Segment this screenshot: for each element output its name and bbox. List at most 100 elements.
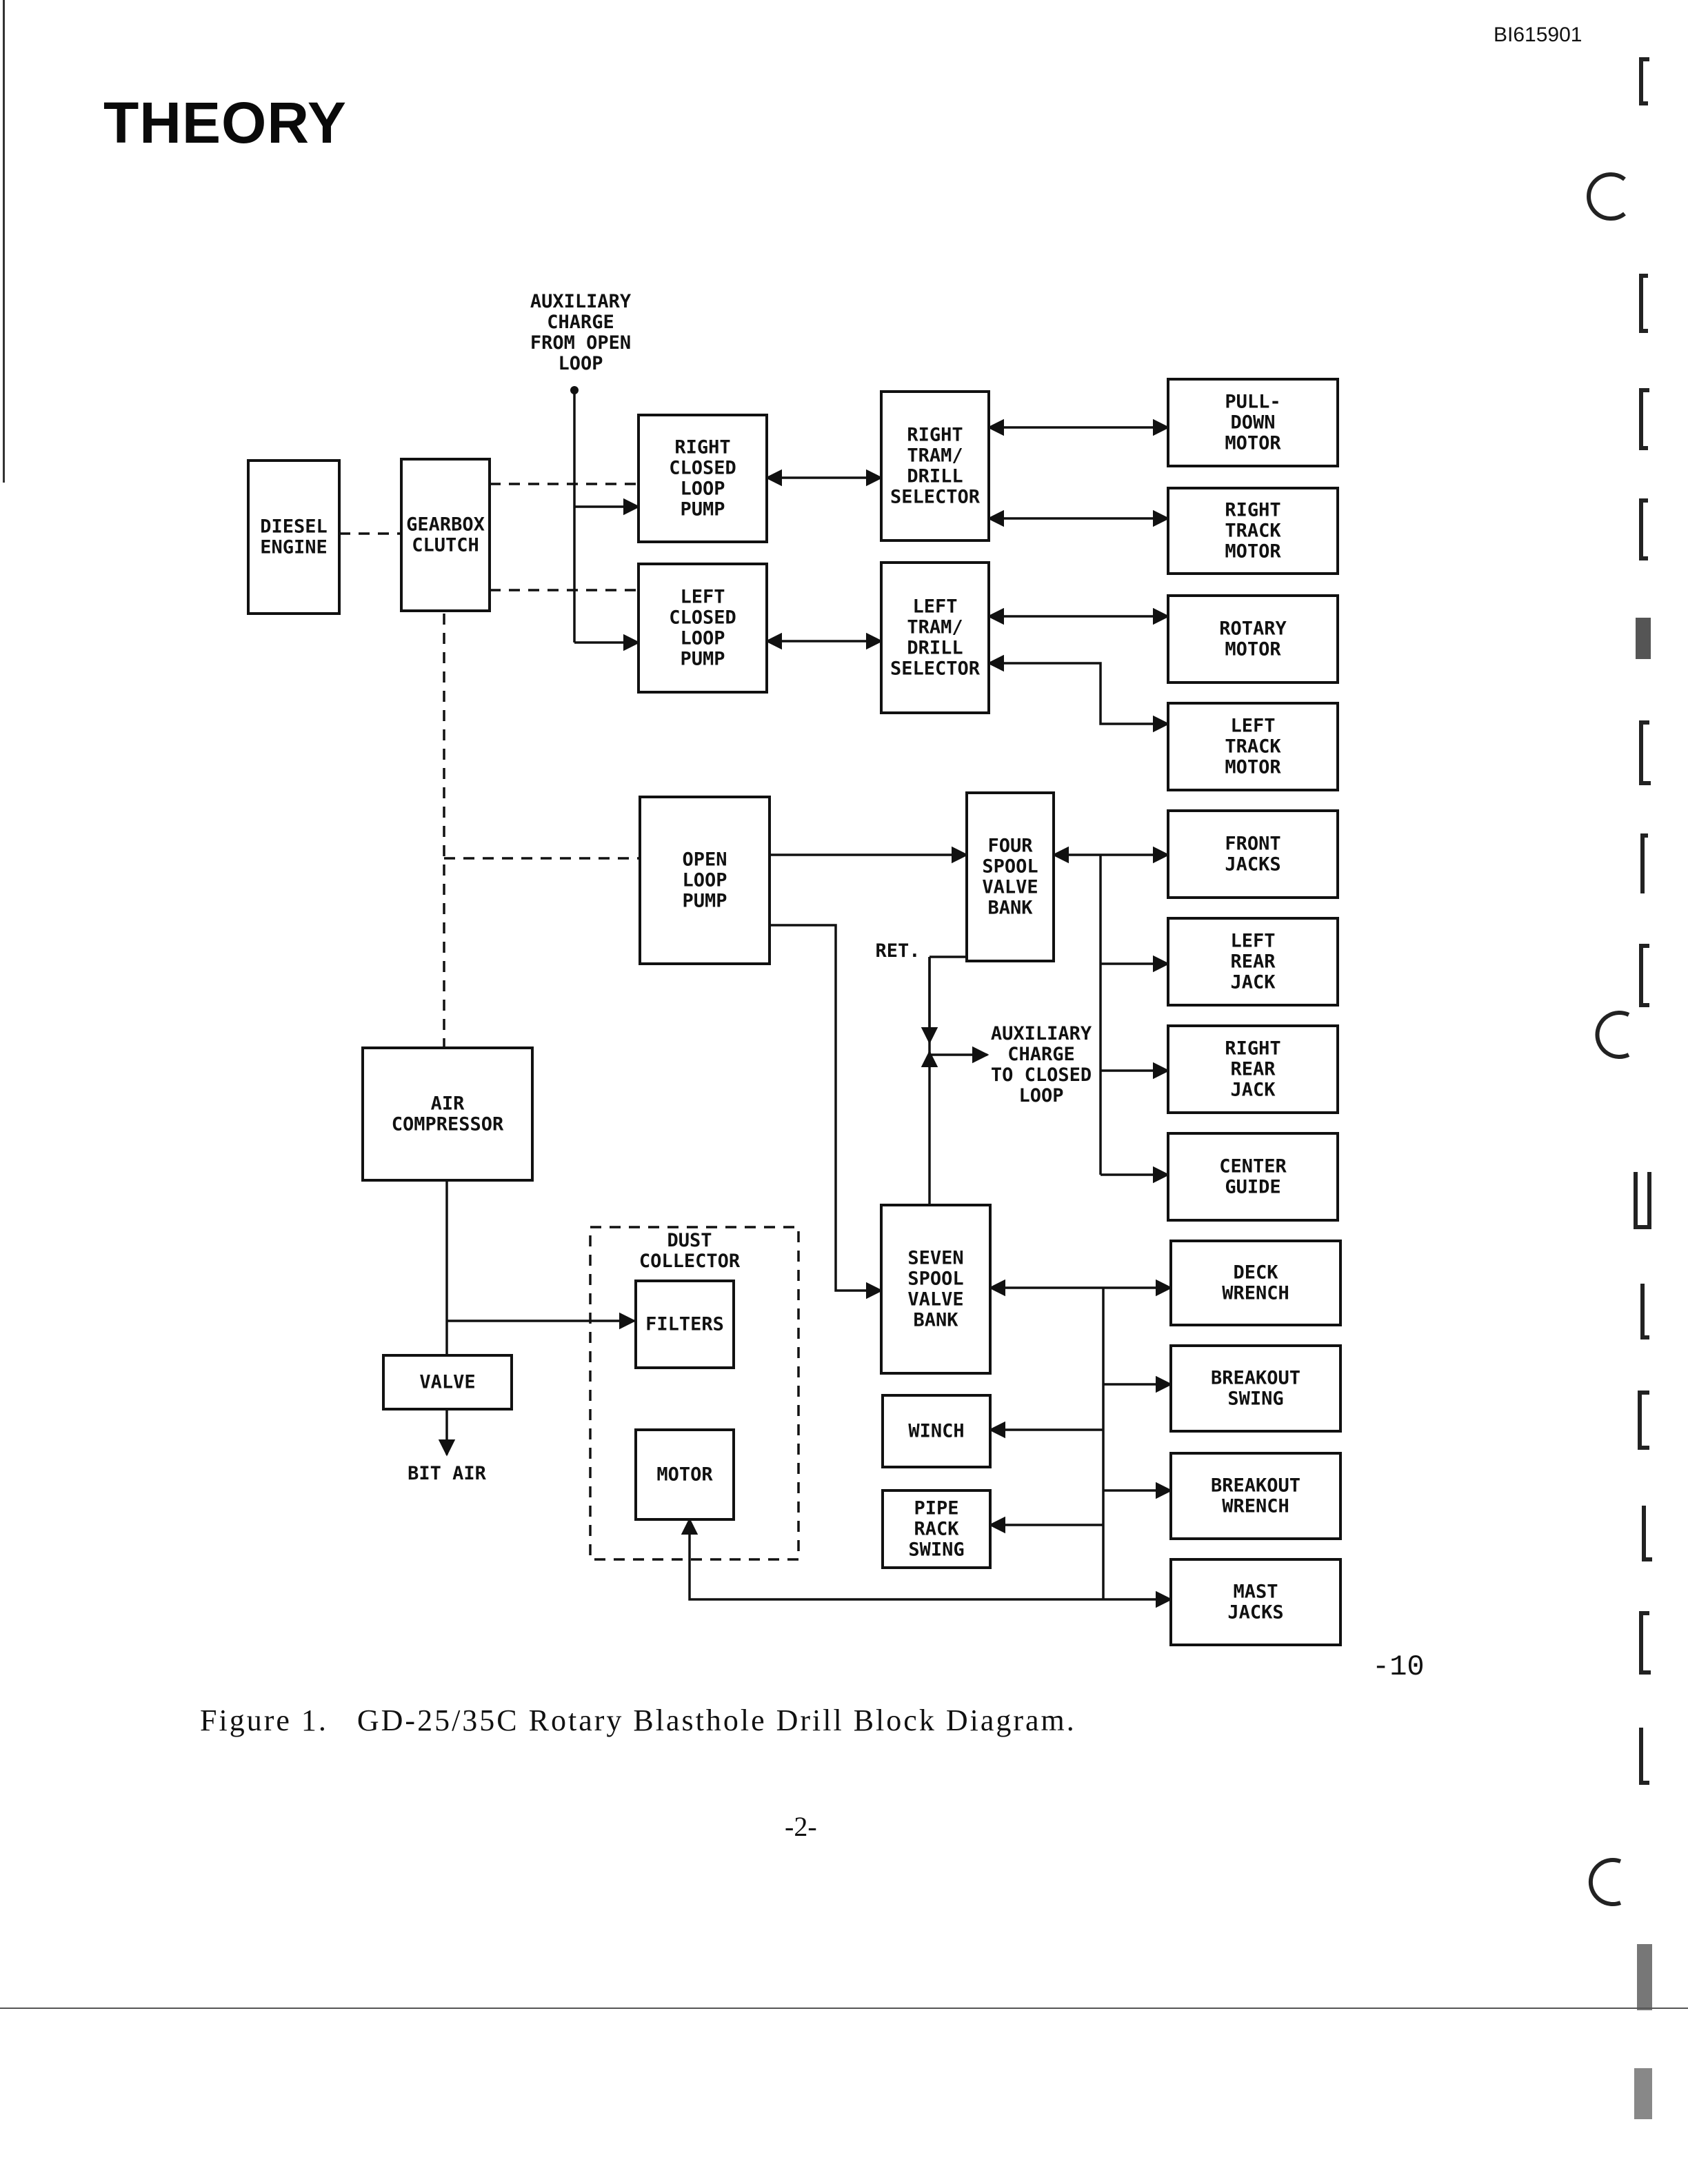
pipe-rack-swing-box: [881, 1489, 992, 1569]
center-guide-line-1: CENTER: [1219, 1155, 1287, 1177]
figure-caption: Figure 1. GD-25/35C Rotary Blasthole Dri…: [200, 1703, 1076, 1737]
binder-edge-marks: [1587, 57, 1652, 2119]
center-guide-box: [1167, 1132, 1339, 1222]
bit-air-line-1: BIT AIR: [408, 1463, 487, 1484]
aux-from-open-line-4: LOOP: [558, 353, 603, 374]
valve-block: VALVE: [382, 1354, 513, 1410]
four-spool-box: [965, 791, 1055, 962]
seven-spool-line-3: VALVE: [907, 1288, 963, 1310]
breakout-swing-line-2: SWING: [1227, 1388, 1283, 1409]
air-compressor-box: [361, 1046, 534, 1182]
breakout-swing-line-1: BREAKOUT: [1211, 1367, 1300, 1388]
open-loop-pump-line-2: LOOP: [682, 869, 727, 891]
seven-spool-line-4: BANK: [913, 1309, 958, 1331]
right-pump-line-4: PUMP: [680, 498, 725, 520]
breakout-swing-box: [1169, 1344, 1342, 1433]
right-track-motor-line-1: RIGHT: [1225, 499, 1280, 520]
right-selector-line-4: SELECTOR: [890, 486, 981, 507]
filters-block: FILTERS: [634, 1280, 735, 1369]
left-track-motor-line-2: TRACK: [1225, 736, 1281, 757]
left-selector-line-2: TRAM/: [907, 616, 963, 638]
four-spool-line-3: VALVE: [982, 876, 1038, 898]
right-pump-line-1: RIGHT: [674, 436, 730, 458]
aux-to-closed-line-4: LOOP: [1018, 1085, 1063, 1106]
right-pump-line-3: LOOP: [680, 478, 725, 499]
air-compressor-line-2: COMPRESSOR: [392, 1113, 504, 1135]
right-rear-jack-box: [1167, 1024, 1339, 1114]
front-jacks-line-2: JACKS: [1225, 853, 1280, 875]
motor-box: [634, 1428, 735, 1521]
pulldown-motor-line-2: DOWN: [1230, 412, 1275, 433]
front-jacks-box: [1167, 809, 1339, 899]
left-selector-line-4: SELECTOR: [890, 658, 981, 679]
seven-spool-line-2: SPOOL: [907, 1268, 963, 1289]
aux-from-open-line-3: FROM OPEN: [530, 332, 631, 354]
breakout-wrench-line-2: WRENCH: [1222, 1495, 1289, 1517]
bit-air-annotation: BIT AIR: [408, 1463, 487, 1484]
diesel-engine-box: [247, 459, 341, 615]
filters-line-1: FILTERS: [645, 1313, 724, 1335]
motor-line-1: MOTOR: [656, 1464, 713, 1485]
right-pump-box: [637, 414, 768, 543]
pulldown-motor-box: [1167, 378, 1339, 467]
deck-wrench-line-1: DECK: [1233, 1262, 1278, 1283]
mechanical-drive-lines: [339, 483, 640, 1048]
document-id: BI615901: [1494, 23, 1582, 46]
rotary-motor-line-2: MOTOR: [1225, 638, 1281, 660]
ret-line-1: RET.: [875, 940, 920, 962]
pipe-rack-swing-line-3: SWING: [908, 1539, 964, 1560]
mast-jacks-line-2: JACKS: [1227, 1601, 1283, 1623]
pipe-rack-swing-line-1: PIPE: [914, 1497, 958, 1519]
blocks-layer: DIESELENGINEGEARBOXCLUTCHRIGHTCLOSEDLOOP…: [247, 378, 1342, 1646]
ret-annotation: RET.: [875, 940, 920, 962]
diesel-engine-line-2: ENGINE: [260, 536, 328, 558]
filters-box: [634, 1280, 735, 1369]
left-selector-line-1: LEFT: [912, 596, 957, 617]
open-loop-pump-line-1: OPEN: [682, 849, 727, 870]
left-rear-jack-line-3: JACK: [1230, 971, 1276, 993]
four-spool-line-2: SPOOL: [982, 856, 1038, 877]
mast-jacks-box: [1169, 1558, 1342, 1646]
mast-jacks-line-1: MAST: [1233, 1581, 1278, 1602]
breakout-wrench-box: [1169, 1452, 1342, 1540]
flow-lines: [438, 386, 1173, 1608]
left-rear-jack-line-1: LEFT: [1230, 930, 1275, 951]
left-selector-box: [880, 561, 990, 714]
valve-box: [382, 1354, 513, 1410]
bottom-scan-rule: [0, 2008, 1688, 2009]
rotary-motor-box: [1167, 594, 1339, 684]
right-selector-line-1: RIGHT: [907, 424, 963, 445]
left-pump-line-1: LEFT: [680, 586, 725, 607]
motor-block: MOTOR: [634, 1428, 735, 1521]
gearbox-clutch-line-1: GEARBOX: [406, 514, 485, 535]
gearbox-clutch-line-2: CLUTCH: [412, 534, 479, 556]
aux-from-open-line-2: CHARGE: [547, 312, 614, 333]
left-pump-line-4: PUMP: [680, 648, 725, 669]
front-jacks-line-1: FRONT: [1225, 833, 1280, 854]
winch-line-1: WINCH: [908, 1420, 964, 1442]
page-number: -2-: [785, 1811, 817, 1842]
margin-page-number: -10: [1372, 1650, 1425, 1684]
right-selector-box: [880, 390, 990, 542]
scan-edge-line: [3, 0, 5, 483]
